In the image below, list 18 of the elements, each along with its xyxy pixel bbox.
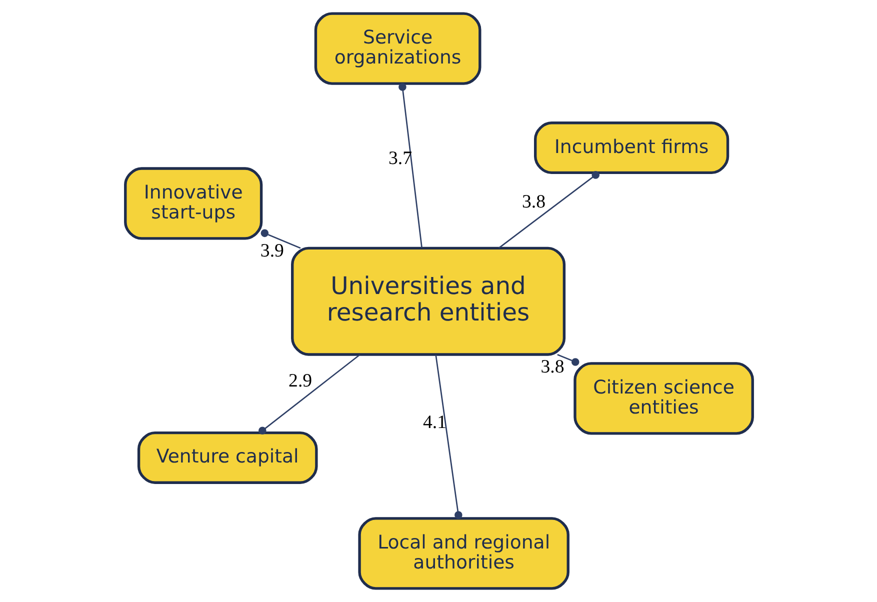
node-box: Local and regional authorities	[358, 517, 569, 590]
node-box: Citizen science entities	[573, 362, 754, 435]
node-box: Incumbent firms	[534, 122, 729, 174]
node-box: Venture capital	[136, 431, 318, 484]
edge-label: 3.8	[522, 191, 546, 212]
edge-label: 4.1	[422, 412, 446, 434]
node-box: Service organizations	[314, 12, 481, 85]
node-box: Universities and research entities	[290, 246, 566, 356]
connector	[556, 354, 579, 366]
edge-label: 2.9	[288, 370, 312, 392]
connector	[434, 354, 462, 519]
connector	[498, 171, 600, 249]
connector	[258, 354, 360, 434]
connector	[398, 83, 422, 248]
connector	[260, 229, 300, 249]
edge-label: 3.8	[540, 356, 564, 378]
edge-label: 3.9	[260, 240, 284, 262]
node-box: Innovative start-ups	[124, 167, 262, 240]
